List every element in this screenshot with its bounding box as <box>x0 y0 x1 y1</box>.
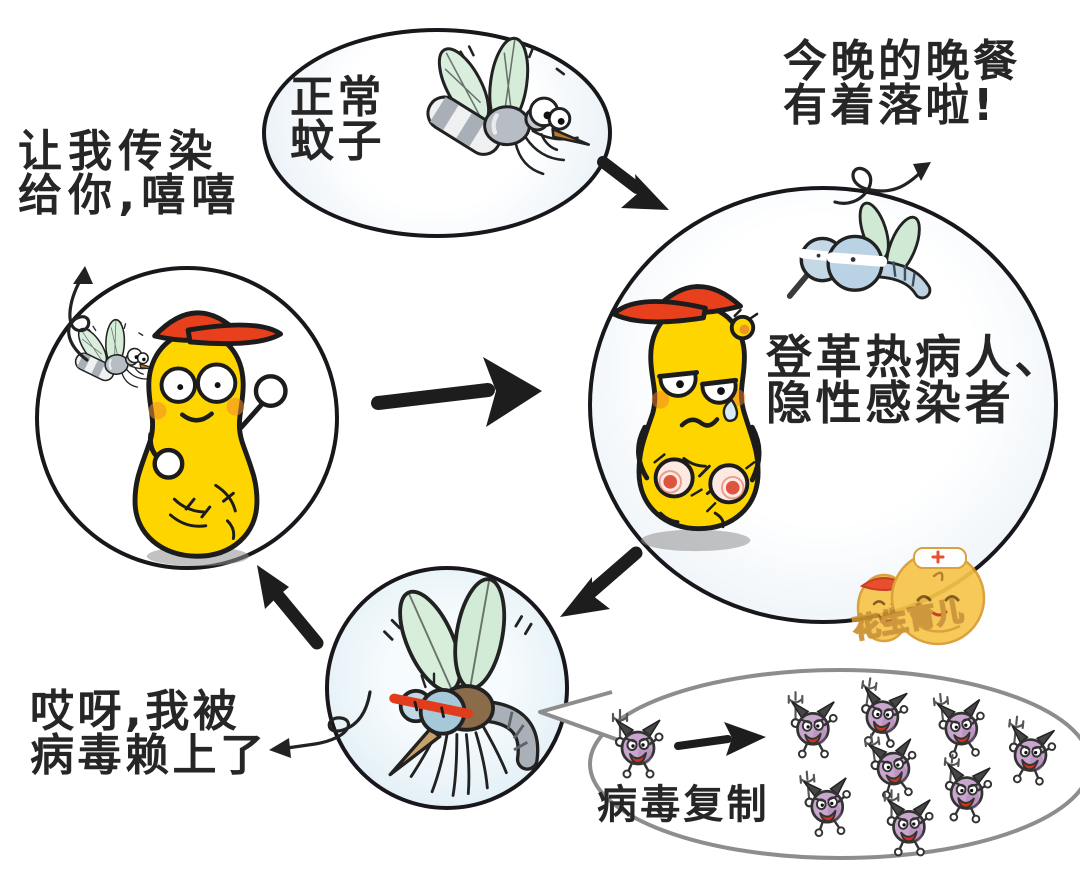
virus-replicate-arrow-icon <box>674 722 766 756</box>
infect-curl-arrow-icon <box>67 266 93 362</box>
patient-label-line2: 隐性感染者 <box>766 376 1015 430</box>
arrow-mosquito-to-healthy-icon <box>257 565 324 650</box>
virus-single-icon <box>606 708 666 780</box>
virus-icon <box>927 687 992 763</box>
healthy-peanut-icon <box>90 275 300 570</box>
virus-icon <box>793 766 857 841</box>
normal-mosquito-label: 正常 蚊子 <box>290 76 385 164</box>
infect-speech-text: 让我传染 给你,嘻嘻 <box>18 130 242 218</box>
virus-icon <box>878 788 936 858</box>
bitten-speech-text: 哎呀,我被 病毒赖上了 <box>30 690 268 778</box>
normal-mosquito-icon <box>378 32 593 197</box>
arrow-healthy-to-patient-icon <box>371 357 542 427</box>
infect-speech-line1: 让我传染 <box>18 126 219 177</box>
watermark-mascot-icon <box>856 547 986 646</box>
watermark: 花生育儿 <box>850 520 995 670</box>
patient-label: 登革热病人、 隐性感染者 <box>766 334 1064 426</box>
dinner-speech-line1: 今晚的晚餐 <box>783 36 1021 87</box>
bitten-speech-line2: 病毒赖上了 <box>30 730 268 781</box>
arrow-patient-to-mosquito-icon <box>560 546 643 617</box>
virus-icon <box>782 690 840 760</box>
virus-icon <box>933 752 997 827</box>
feeding-mosquito-icon <box>785 200 950 320</box>
virus-icon <box>997 713 1062 789</box>
bitten-speech-line1: 哎呀,我被 <box>30 686 241 737</box>
infect-speech-line2: 给你,嘻嘻 <box>18 170 242 221</box>
patient-label-line1: 登革热病人、 <box>766 330 1065 384</box>
dinner-speech-line2: 有着落啦! <box>783 80 997 131</box>
normal-mosquito-label-line2: 蚊子 <box>290 116 386 167</box>
arrow-mosquito-to-patient-icon <box>597 156 669 210</box>
virus-bubble-label: 病毒复制 <box>597 782 770 828</box>
bitten-curl-arrow-icon <box>269 690 372 758</box>
dinner-curl-arrow-icon <box>833 162 931 205</box>
dinner-speech-text: 今晚的晚餐 有着落啦! <box>783 40 1021 128</box>
normal-mosquito-label-line1: 正常 <box>290 72 386 123</box>
